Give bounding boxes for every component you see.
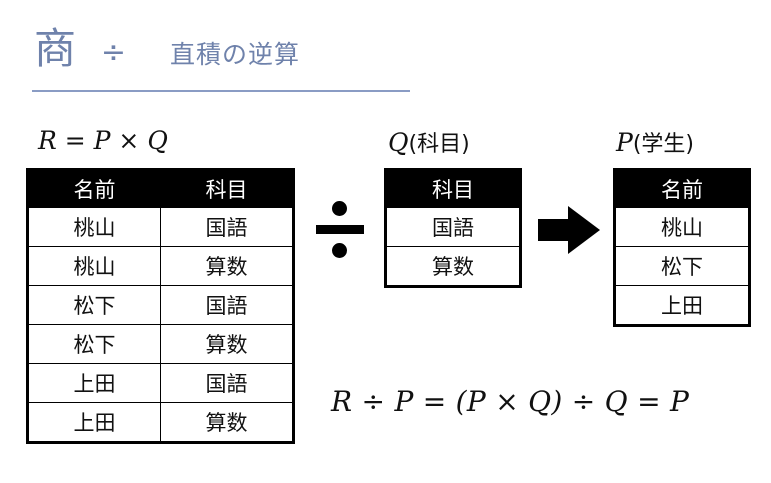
- table-relation: 名前 科目 桃山 国語 桃山 算数 松下 国語 松下 算数 上田: [26, 168, 295, 444]
- cell-name: 松下: [27, 285, 161, 325]
- table-row: 上田 算数: [27, 402, 294, 443]
- cell-name: 上田: [614, 285, 750, 326]
- table-row: 算数: [385, 246, 521, 287]
- caption-quotient-paren: (学生): [632, 132, 694, 157]
- cell-name: 松下: [27, 324, 161, 364]
- table-row: 松下 国語: [27, 285, 294, 325]
- table-header-row: 名前 科目: [27, 169, 294, 208]
- cell-name: 桃山: [614, 207, 750, 247]
- table-row: 上田: [614, 285, 750, 326]
- caption-quotient: P(学生): [616, 126, 694, 158]
- divide-icon-bar: [316, 225, 364, 234]
- cell-subject: 算数: [160, 324, 294, 364]
- divide-icon-dot-top: [332, 201, 347, 216]
- caption-divisor: Q(科目): [388, 126, 470, 158]
- arrow-right-icon-head: [568, 206, 600, 254]
- table-relation-header-subject: 科目: [160, 169, 294, 208]
- caption-quotient-symbol: P: [616, 128, 633, 157]
- cell-subject: 国語: [160, 207, 294, 247]
- table-row: 桃山: [614, 207, 750, 247]
- title-divide-symbol: ÷: [100, 34, 126, 70]
- table-row: 桃山 国語: [27, 207, 294, 247]
- cell-name: 上田: [27, 363, 161, 403]
- divide-icon-dot-bottom: [332, 243, 347, 258]
- formula-quotient-identity: R ÷ P = (P × Q) ÷ Q = P: [331, 385, 690, 418]
- caption-relation: R = P × Q: [38, 126, 168, 155]
- cell-subject: 国語: [160, 363, 294, 403]
- cell-name: 上田: [27, 402, 161, 443]
- table-header-row: 名前: [614, 169, 750, 208]
- table-quotient: 名前 桃山 松下 上田: [613, 168, 751, 327]
- table-header-row: 科目: [385, 169, 521, 208]
- cell-subject: 算数: [160, 246, 294, 286]
- cell-name: 松下: [614, 246, 750, 286]
- cell-subject: 国語: [385, 207, 521, 247]
- table-row: 桃山 算数: [27, 246, 294, 286]
- table-relation-header-name: 名前: [27, 169, 161, 208]
- cell-subject: 国語: [160, 285, 294, 325]
- title-underline: [32, 90, 410, 92]
- title-block: 商 ÷ 直積の逆算: [34, 18, 454, 80]
- caption-divisor-paren: (科目): [408, 132, 470, 157]
- caption-relation-text: R = P × Q: [38, 126, 168, 155]
- cell-subject: 算数: [385, 246, 521, 287]
- table-quotient-header-name: 名前: [614, 169, 750, 208]
- title-subtitle: 直積の逆算: [169, 40, 300, 69]
- cell-name: 桃山: [27, 207, 161, 247]
- table-row: 上田 国語: [27, 363, 294, 403]
- table-row: 松下: [614, 246, 750, 286]
- table-row: 国語: [385, 207, 521, 247]
- cell-subject: 算数: [160, 402, 294, 443]
- cell-name: 桃山: [27, 246, 161, 286]
- title-kanji: 商: [34, 24, 77, 73]
- table-row: 松下 算数: [27, 324, 294, 364]
- table-divisor: 科目 国語 算数: [384, 168, 522, 288]
- arrow-right-icon: [538, 206, 600, 254]
- caption-divisor-symbol: Q: [388, 128, 409, 157]
- arrow-right-icon-shaft: [538, 219, 572, 241]
- table-divisor-header-subject: 科目: [385, 169, 521, 208]
- divide-icon: [312, 198, 368, 260]
